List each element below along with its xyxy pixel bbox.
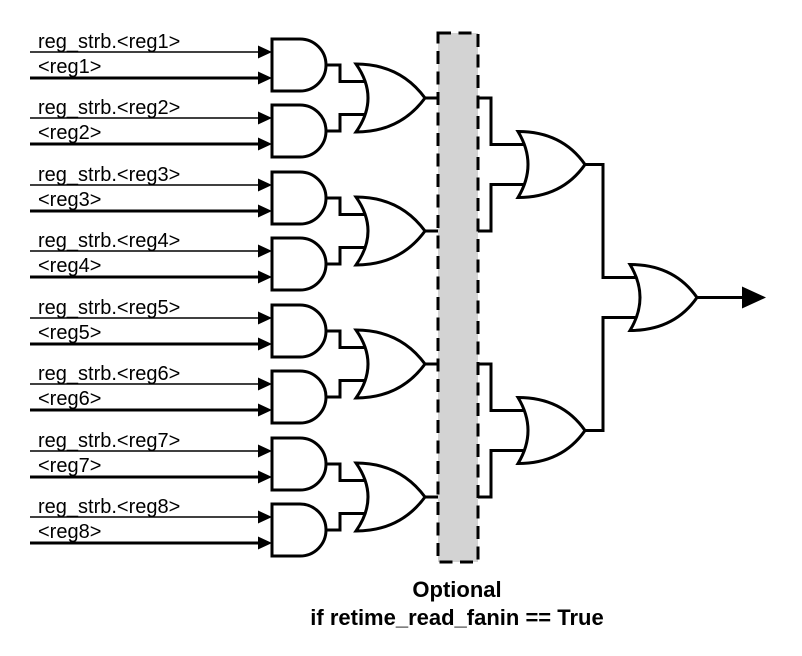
or1-group-1 xyxy=(326,62,440,134)
signal-reg-label: <reg6> xyxy=(38,388,101,410)
signal-reg-label: <reg3> xyxy=(38,189,101,211)
signal-strobe-label: reg_strb.<reg3> xyxy=(38,164,180,186)
signal-reg-label: <reg7> xyxy=(38,455,101,477)
input-arrowhead-icon xyxy=(258,403,272,417)
or-gate-level1 xyxy=(353,461,427,533)
and-to-or-wire xyxy=(326,329,368,349)
signal-reg-label: <reg4> xyxy=(38,255,101,277)
signal-strobe-label: reg_strb.<reg1> xyxy=(38,31,180,53)
and-to-or-wire xyxy=(326,196,368,216)
input-arrowhead-icon xyxy=(258,311,272,325)
and-gate xyxy=(270,236,328,292)
signal-strobe-label: reg_strb.<reg2> xyxy=(38,97,180,119)
and-gate xyxy=(270,369,328,425)
input-arrowhead-icon xyxy=(258,71,272,85)
wire-or2-top-to-final xyxy=(585,163,648,279)
input-arrowhead-icon xyxy=(258,510,272,524)
input-arrowhead-icon xyxy=(258,204,272,218)
and-gate xyxy=(270,37,328,93)
input-arrowhead-icon xyxy=(258,45,272,59)
input-group-3: reg_strb.<reg3> <reg3> xyxy=(30,164,328,226)
and-gate xyxy=(270,170,328,226)
optional-retime-region xyxy=(436,31,480,564)
or-gate-final xyxy=(627,262,699,333)
and-to-or-wire xyxy=(326,462,368,482)
and-to-or-wire xyxy=(326,379,368,399)
input-arrowhead-icon xyxy=(258,337,272,351)
input-arrowhead-icon xyxy=(258,111,272,125)
or-gate-level1 xyxy=(353,62,427,134)
input-arrowhead-icon xyxy=(258,244,272,258)
signal-strobe-label: reg_strb.<reg5> xyxy=(38,297,180,319)
input-arrowhead-icon xyxy=(258,178,272,192)
wire-or2-bottom-to-final xyxy=(585,316,648,432)
input-group-7: reg_strb.<reg7> <reg7> xyxy=(30,430,328,492)
or-gate-level2 xyxy=(515,129,587,200)
or2-group-bottom xyxy=(515,395,587,466)
and-gate xyxy=(270,502,328,558)
input-arrowhead-icon xyxy=(258,270,272,284)
and-gate xyxy=(270,436,328,492)
and-gate xyxy=(270,303,328,359)
or1-group-4 xyxy=(326,461,440,533)
input-arrowhead-icon xyxy=(258,377,272,391)
signal-reg-label: <reg5> xyxy=(38,322,101,344)
and-gate xyxy=(270,103,328,159)
or1-group-3 xyxy=(326,328,440,400)
signal-reg-label: <reg8> xyxy=(38,521,101,543)
input-arrowhead-icon xyxy=(258,137,272,151)
input-arrowhead-icon xyxy=(258,536,272,550)
final-or-group xyxy=(627,262,766,333)
or-gate-level1 xyxy=(353,328,427,400)
or1-group-2 xyxy=(326,195,440,267)
input-arrowhead-icon xyxy=(258,470,272,484)
signal-strobe-label: reg_strb.<reg7> xyxy=(38,430,180,452)
input-group-1: reg_strb.<reg1> <reg1> xyxy=(30,31,328,93)
signal-strobe-label: reg_strb.<reg6> xyxy=(38,363,180,385)
input-group-2: reg_strb.<reg2> <reg2> xyxy=(30,97,328,159)
input-arrowhead-icon xyxy=(258,444,272,458)
and-to-or-wire xyxy=(326,63,368,83)
output-arrowhead-icon xyxy=(742,286,766,309)
signal-reg-label: <reg1> xyxy=(38,56,101,78)
and-to-or-wire xyxy=(326,246,368,266)
or-gate-level2 xyxy=(515,395,587,466)
and-to-or-wire xyxy=(326,113,368,133)
input-group-5: reg_strb.<reg5> <reg5> xyxy=(30,297,328,359)
signal-strobe-label: reg_strb.<reg8> xyxy=(38,496,180,518)
input-group-6: reg_strb.<reg6> <reg6> xyxy=(30,363,328,425)
signal-strobe-label: reg_strb.<reg4> xyxy=(38,230,180,252)
or2-group-top xyxy=(515,129,587,200)
signal-reg-label: <reg2> xyxy=(38,122,101,144)
input-group-4: reg_strb.<reg4> <reg4> xyxy=(30,230,328,292)
or-gate-level1 xyxy=(353,195,427,267)
caption-line-2: if retime_read_fanin == True xyxy=(310,605,603,630)
caption-line-1: Optional xyxy=(412,577,501,602)
and-to-or-wire xyxy=(326,512,368,532)
input-group-8: reg_strb.<reg8> <reg8> xyxy=(30,496,328,558)
